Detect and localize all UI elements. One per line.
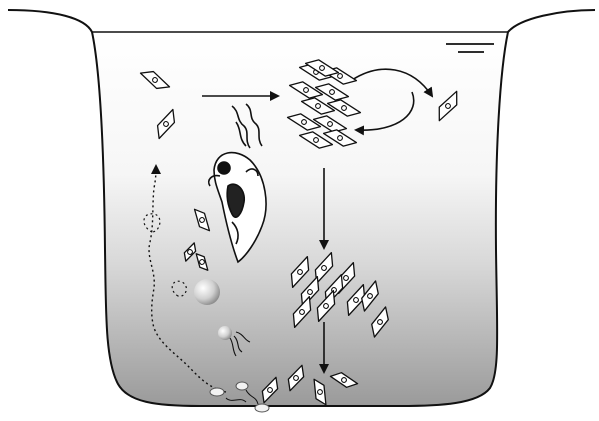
large-resting-sphere	[194, 279, 220, 305]
small-resting-sphere	[218, 326, 232, 340]
